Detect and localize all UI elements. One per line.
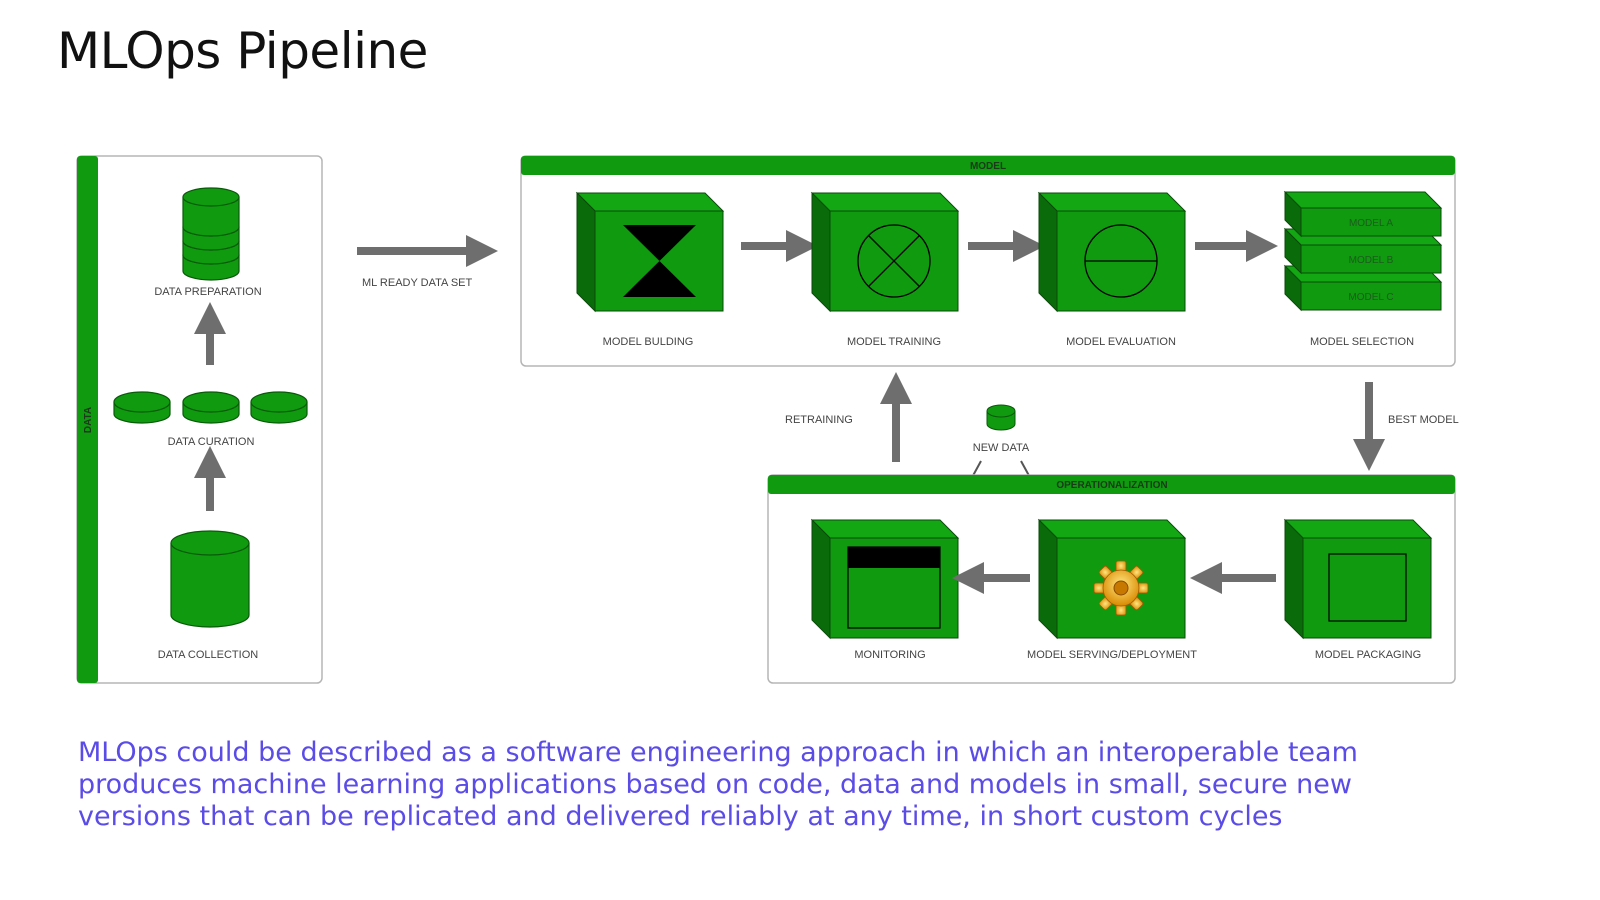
model-panel-header: MODEL: [970, 161, 1006, 172]
model-panel: MODEL: [520, 155, 1456, 367]
model-training-label: MODEL TRAINING: [847, 336, 941, 348]
model-b-label: MODEL B: [1349, 255, 1394, 266]
window-icon: [847, 546, 941, 629]
retraining-label: RETRAINING: [785, 414, 853, 426]
model-c-label: MODEL C: [1348, 292, 1393, 303]
ops-panel-header: OPERATIONALIZATION: [1056, 480, 1167, 491]
model-training-box: [810, 191, 960, 313]
data-curation-label: DATA CURATION: [168, 436, 255, 448]
monitoring-box: [810, 518, 960, 640]
new-data-icon: [986, 404, 1016, 431]
data-preparation-icon: [182, 187, 240, 281]
best-model-label: BEST MODEL: [1388, 414, 1459, 426]
model-packaging-box: [1283, 518, 1433, 640]
model-building-label: MODEL BULDING: [603, 336, 694, 348]
description-text: MLOps could be described as a software e…: [78, 737, 1358, 832]
model-a-slab: [1283, 190, 1443, 238]
hourglass-icon: [623, 225, 696, 297]
model-evaluation-box: [1037, 191, 1187, 313]
page-title: MLOps Pipeline: [57, 22, 428, 80]
data-collection-icon: [170, 530, 250, 628]
model-packaging-label: MODEL PACKAGING: [1315, 649, 1421, 661]
model-serving-box: [1037, 518, 1187, 640]
square-icon: [1328, 553, 1407, 622]
circle-x-icon: [857, 224, 931, 298]
data-preparation-label: DATA PREPARATION: [154, 286, 261, 298]
model-selection-label: MODEL SELECTION: [1310, 336, 1414, 348]
model-a-label: MODEL A: [1349, 218, 1393, 229]
gear-icon: [1093, 560, 1149, 616]
new-data-label: NEW DATA: [973, 442, 1030, 454]
model-serving-label: MODEL SERVING/DEPLOYMENT: [1027, 649, 1197, 661]
data-collection-label: DATA COLLECTION: [158, 649, 259, 661]
ml-ready-label: ML READY DATA SET: [362, 277, 473, 289]
data-panel-header: DATA: [83, 407, 94, 433]
model-selection-stack: MODEL A MODEL B MODEL C: [1283, 190, 1443, 312]
model-evaluation-label: MODEL EVALUATION: [1066, 336, 1176, 348]
circle-minus-icon: [1084, 224, 1158, 298]
monitoring-label: MONITORING: [854, 649, 925, 661]
data-curation-icon: [113, 391, 308, 424]
model-building-box: [575, 191, 725, 313]
